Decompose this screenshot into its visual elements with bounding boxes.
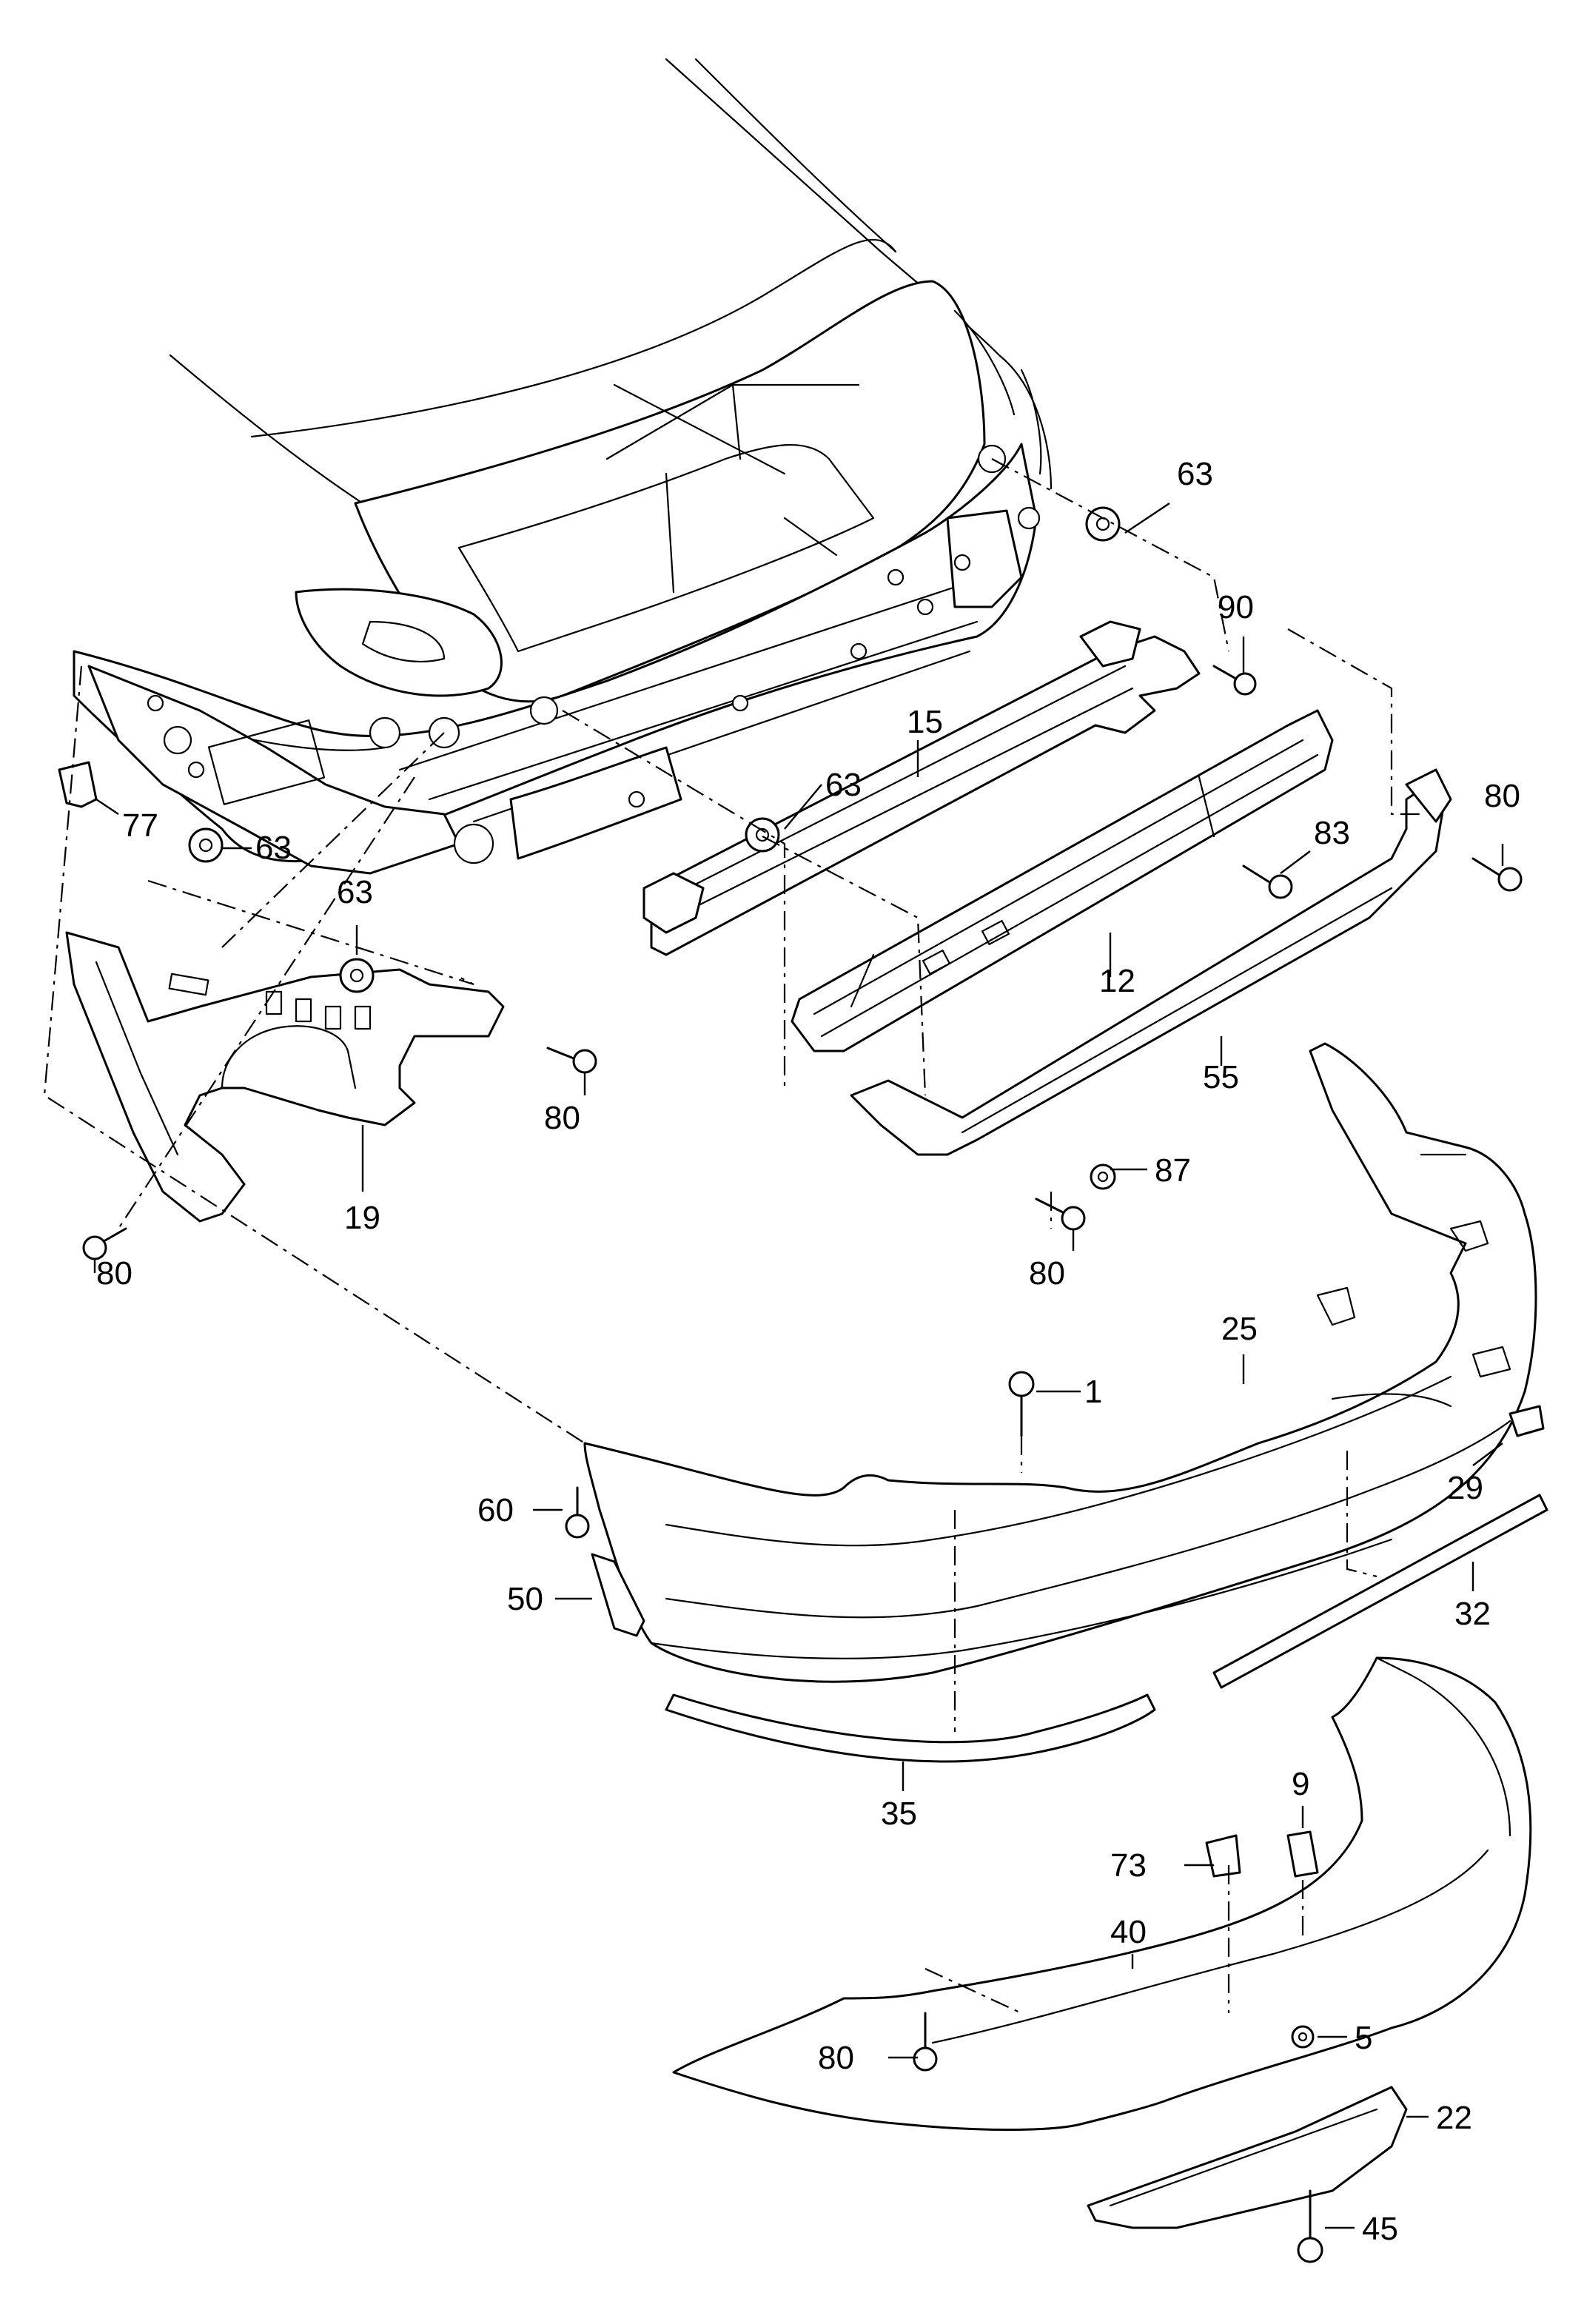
callout-73: 73 (1110, 1847, 1147, 1884)
part-55-guide-profile (850, 768, 1452, 1156)
callout-15: 15 (907, 704, 943, 740)
callout-63-top-right: 63 (1177, 456, 1213, 492)
part-15-bumper-carrier (642, 620, 1201, 956)
callout-80-lower: 80 (818, 2040, 854, 2076)
part-22-cover-plate (1087, 2086, 1408, 2229)
assembly-lines (43, 458, 1421, 2014)
callout-labels: 63 90 15 63 80 83 77 63 63 12 55 80 87 1… (96, 456, 1520, 2247)
callout-60: 60 (477, 1492, 514, 1528)
callout-12: 12 (1099, 963, 1135, 999)
callout-80-right: 80 (1484, 778, 1520, 814)
callout-63-bracket: 63 (337, 874, 373, 910)
screw-80-lower (913, 2012, 938, 2072)
car-body-rear (73, 58, 1053, 875)
part-40-spoiler (672, 1656, 1532, 2131)
screw-90 (1212, 665, 1257, 696)
clip-9 (1286, 1830, 1319, 1878)
part-35-trim-strip-left (665, 1693, 1156, 1763)
part-25-bumper-cover (583, 1042, 1537, 1683)
callout-80-center: 80 (1029, 1255, 1065, 1292)
callout-90: 90 (1218, 589, 1254, 625)
callout-40: 40 (1110, 1914, 1147, 1950)
callout-22: 22 (1436, 2100, 1472, 2136)
grommet-63-bracket (339, 958, 375, 993)
callout-9: 9 (1292, 1766, 1309, 1802)
clip-29 (1509, 1405, 1545, 1437)
grommet-63-left (188, 827, 224, 863)
bracket-50 (591, 1553, 645, 1637)
washer-5 (1291, 2025, 1315, 2049)
callout-80-bracket: 80 (544, 1100, 580, 1136)
callout-80-left: 80 (96, 1255, 132, 1292)
clip-73 (1205, 1834, 1241, 1878)
callout-63-center: 63 (825, 767, 862, 803)
grommet-63-top-right (1085, 506, 1121, 542)
callout-32: 32 (1454, 1596, 1491, 1632)
leader-lines (93, 503, 1504, 2229)
callout-87: 87 (1155, 1152, 1191, 1189)
callout-50: 50 (507, 1581, 543, 1617)
callout-5: 5 (1355, 2020, 1372, 2056)
nut-87 (1090, 1163, 1116, 1190)
screw-1 (1008, 1371, 1035, 1437)
callout-35: 35 (881, 1796, 917, 1832)
callout-83: 83 (1314, 815, 1350, 851)
part-12-energy-absorber (791, 709, 1334, 1052)
part-32-trim-strip-right (1212, 1494, 1548, 1689)
callout-55: 55 (1203, 1059, 1239, 1095)
callout-1: 1 (1084, 1374, 1102, 1410)
clip-77 (58, 761, 98, 808)
screw-60 (565, 1486, 590, 1539)
part-19-side-guide (65, 931, 505, 1223)
screw-80-center (1035, 1198, 1086, 1231)
screw-80-left (82, 1227, 127, 1260)
callout-63-left: 63 (255, 830, 292, 866)
screw-45 (1297, 2189, 1323, 2263)
callout-29: 29 (1447, 1470, 1483, 1506)
callout-25: 25 (1221, 1311, 1258, 1347)
callout-77: 77 (122, 807, 158, 844)
screw-83 (1242, 864, 1293, 899)
screw-80-bracket (546, 1047, 597, 1074)
callout-19: 19 (344, 1200, 380, 1236)
callout-45: 45 (1362, 2211, 1398, 2247)
screw-80-right (1471, 857, 1523, 892)
